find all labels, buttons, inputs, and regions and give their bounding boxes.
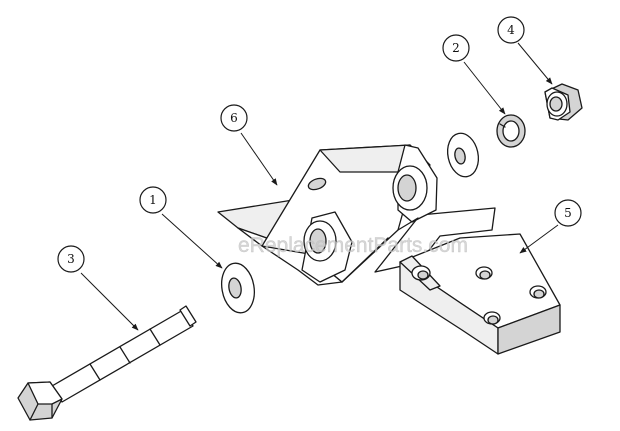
callout-4: 4: [497, 16, 525, 44]
watermark: eReplacementParts.com: [238, 234, 468, 257]
callout-4-label: 4: [507, 23, 515, 37]
callout-6: 6: [220, 104, 248, 132]
flat-washer-right: [446, 132, 480, 178]
callout-5: 5: [554, 199, 582, 227]
callout-3-label: 3: [67, 252, 75, 266]
mounting-block: [374, 207, 561, 355]
callout-5-label: 5: [564, 206, 572, 220]
hex-bolt: [17, 305, 197, 421]
flat-washer-left: [221, 262, 255, 314]
hinge-bracket: [217, 144, 438, 286]
callout-2: 2: [442, 34, 470, 62]
callout-leaders: [80, 42, 559, 331]
hex-nut: [544, 83, 583, 121]
lock-washer: [496, 114, 526, 148]
callout-6-label: 6: [230, 111, 238, 125]
callout-1-label: 1: [149, 193, 157, 207]
callout-2-label: 2: [452, 41, 460, 55]
callout-1: 1: [139, 186, 167, 214]
callout-3: 3: [57, 245, 85, 273]
